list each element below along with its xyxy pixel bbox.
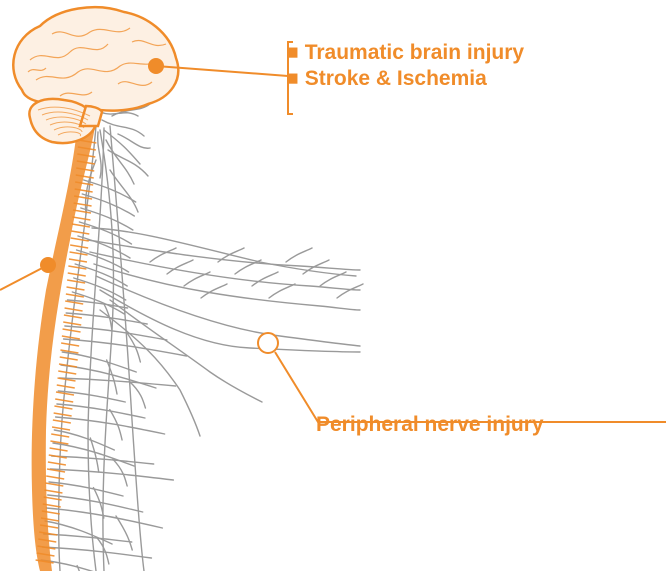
bullet-square-icon: ■ [286, 40, 299, 66]
intercostal-nerve [62, 352, 136, 372]
intercostal-nerve [58, 391, 125, 402]
brain-injury-item: ■ Traumatic brain injury [286, 40, 524, 66]
spinal-cord-band [32, 118, 96, 571]
intercostal-nerve [49, 482, 123, 496]
spinal-root [44, 490, 62, 493]
intercostal-nerve [45, 521, 112, 544]
spinal-root [48, 462, 66, 465]
spinal-root [71, 231, 89, 234]
spinal-marker-dot [40, 257, 56, 273]
nerve-trunk [88, 128, 104, 571]
spinal-root [46, 476, 64, 479]
peripheral-marker-ring [258, 333, 278, 353]
traumatic-brain-injury-label: Traumatic brain injury [305, 41, 524, 64]
nerve-fork [286, 248, 312, 262]
nerve-branch [98, 132, 101, 178]
spinal-root [69, 259, 87, 262]
arm-nerve [110, 300, 262, 402]
spinal-root [68, 273, 86, 276]
bullet-square-icon: ■ [286, 66, 299, 92]
spinal-root [70, 245, 88, 248]
intercostal-nerve [60, 378, 176, 386]
spinal-callout-line [0, 265, 48, 290]
arm-nerve [92, 228, 356, 276]
spinal-root [51, 434, 69, 437]
brain [13, 7, 178, 143]
brain-injury-list: ■ Traumatic brain injury ■ Stroke & Ischem… [286, 40, 524, 92]
spinal-cord [32, 118, 97, 571]
peripheral-nerves [41, 104, 363, 571]
intercostal-nerve [65, 326, 167, 340]
nerve-fork [201, 284, 227, 298]
spinal-root [50, 448, 68, 451]
stroke-ischemia-label: Stroke & Ischemia [305, 67, 487, 90]
intercostal-nerve [56, 417, 165, 434]
arm-nerve [88, 240, 360, 270]
brain-injury-item: ■ Stroke & Ischemia [286, 66, 524, 92]
brain-marker-dot [148, 58, 164, 74]
nerve-fork [269, 284, 295, 298]
nerve-fork [184, 272, 210, 286]
intercostal-nerve [52, 456, 154, 464]
spinal-root [72, 217, 90, 220]
intercostal-nerve [50, 469, 173, 480]
peripheral-nerve-injury-label: Peripheral nerve injury [316, 412, 544, 438]
nerve-fork [337, 284, 363, 298]
